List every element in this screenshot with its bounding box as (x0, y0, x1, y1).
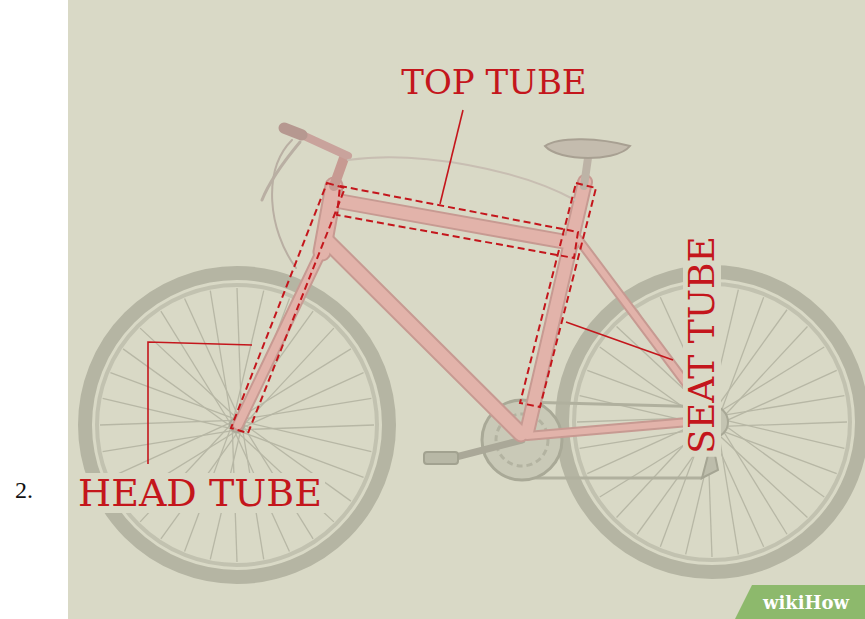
wheel-spoke (103, 430, 235, 451)
saddle (545, 139, 630, 158)
wheel-spoke (161, 311, 231, 424)
leader-line (148, 342, 252, 464)
wheel-spoke (110, 422, 231, 477)
part-label: SEAT TUBE (683, 233, 721, 457)
watermark: wikiHow (760, 593, 852, 613)
pedal (424, 452, 458, 464)
wheel-spoke (717, 370, 836, 425)
leader-line (566, 322, 673, 360)
wheel-spoke (715, 396, 845, 417)
seat-tube (527, 182, 585, 432)
wheel-spoke (110, 373, 235, 420)
chain (522, 477, 702, 480)
brake-cable (348, 157, 575, 200)
wheel-spoke (714, 428, 837, 474)
wheel-spoke (185, 298, 240, 419)
wheel-spoke (718, 422, 787, 534)
drivetrain (424, 400, 718, 480)
callout-number: 2. (12, 477, 36, 503)
watermark-tab (735, 585, 865, 619)
wheel-spoke (718, 297, 764, 420)
seat-post (584, 158, 588, 186)
background-panel (68, 0, 865, 619)
down-tube (326, 240, 521, 434)
leader-line (440, 110, 463, 204)
wheel-spoke (712, 347, 824, 416)
stem (334, 158, 344, 186)
highlight-outlines (231, 183, 596, 433)
frame-outline (238, 182, 712, 436)
wheel-spokes (100, 287, 847, 562)
bicycle-wheels (85, 272, 862, 577)
handlebar (300, 134, 348, 156)
wheel-spoke (718, 420, 825, 497)
seat-tube (527, 182, 585, 432)
top-tube-outline (337, 186, 578, 258)
part-label: TOP TUBE (398, 64, 589, 100)
leader-lines (148, 110, 673, 464)
crank-arm (452, 440, 522, 458)
brake-lever (262, 142, 300, 200)
grip (284, 128, 302, 135)
brake-cable (272, 140, 296, 268)
wheel-spoke (239, 431, 364, 478)
head-tube (322, 186, 334, 252)
seat-tube-outline (520, 183, 596, 407)
wheel-spoke (210, 291, 231, 423)
wheel-spoke (710, 310, 787, 417)
down-tube (326, 240, 521, 434)
part-label: HEAD TUBE (75, 473, 325, 513)
frame-fill (238, 182, 712, 436)
wheel-spoke (123, 349, 231, 427)
head-tube-outline (231, 183, 345, 433)
bicycle-frame (238, 128, 712, 436)
